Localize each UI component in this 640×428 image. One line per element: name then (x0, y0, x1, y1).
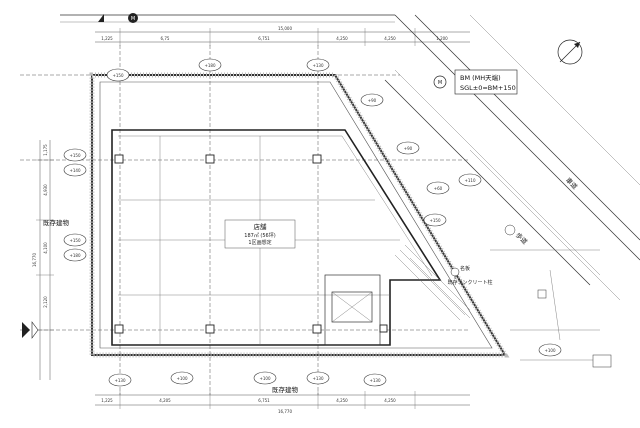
level-marker: +130 (306, 58, 330, 72)
nameplate-label: 名板 (460, 265, 470, 272)
svg-text:+90: +90 (368, 98, 377, 103)
columns (114, 154, 388, 334)
section-marker-left (22, 321, 39, 339)
building-outline (111, 129, 471, 346)
property-lines (36, 14, 470, 409)
benchmark-symbol-label: M (438, 80, 442, 86)
dim-bottom-total: 16,770 (278, 409, 292, 414)
dim-bottom-seg: 4,250 (336, 398, 348, 403)
level-marker: +180 (63, 248, 87, 262)
svg-text:+150: +150 (430, 218, 441, 223)
dimension-labels: 15,000 1,225 6,75 6,751 4,250 4,250 1,20… (32, 26, 448, 414)
dim-top-seg: 6,751 (258, 36, 270, 41)
level-marker: +90 (396, 141, 420, 155)
benchmark-line1: BM (MH天端) (460, 73, 501, 82)
level-marker: +180 (198, 58, 222, 72)
road-edges (384, 14, 640, 361)
dim-left-seg: 4,100 (43, 242, 48, 254)
site-fixtures: 4 (454, 224, 612, 368)
sidewalk-label: 歩道 (514, 230, 530, 246)
svg-text:+130: +130 (370, 378, 381, 383)
level-marker: +60 (426, 181, 450, 195)
svg-text:+150: +150 (70, 153, 81, 158)
level-marker: +150 (63, 148, 87, 162)
level-marker: +150 (106, 68, 130, 82)
level-marker: +100 (170, 371, 194, 385)
benchmark-symbol (433, 75, 447, 89)
svg-text:+100: +100 (177, 376, 188, 381)
dim-left-total: 16,770 (32, 253, 37, 267)
level-marker: +100 (538, 343, 562, 357)
svg-text:+150: +150 (113, 73, 124, 78)
dim-bottom-seg: 4,205 (159, 398, 171, 403)
svg-text:+100: +100 (545, 348, 556, 353)
dim-top-seg: 4,250 (336, 36, 348, 41)
benchmark-note: M BM (MH天端) SGL±0=BM+150 (433, 69, 518, 95)
dim-top-seg: 4,250 (384, 36, 396, 41)
dim-bottom-seg: 4,250 (384, 398, 396, 403)
concrete-note: 既存コンクリート柱 (447, 279, 492, 286)
dim-left-seg: 4,930 (43, 184, 48, 196)
svg-text:+140: +140 (70, 168, 81, 173)
dim-top-seg: 1,225 (101, 36, 113, 41)
main-room: 店舗 187㎡ (56坪) 1区画想定 (224, 219, 296, 249)
level-marker: +150 (423, 213, 447, 227)
left-building-label: 既存建物 (43, 218, 70, 227)
boundary-band (89, 72, 510, 358)
grid-marker-top: M (98, 13, 138, 23)
svg-text:+180: +180 (70, 253, 81, 258)
grid-marker-label: M (131, 16, 135, 22)
level-marker: +150 (63, 233, 87, 247)
svg-text:+130: +130 (313, 376, 324, 381)
svg-text:+60: +60 (434, 186, 443, 191)
level-markers: +150 +140 +150 +180 +150 +180 +130 +90 +… (63, 58, 562, 387)
svg-text:+150: +150 (70, 238, 81, 243)
dim-bottom-seg: 1,225 (101, 398, 113, 403)
dim-top-seg: 6,75 (161, 36, 170, 41)
dim-left-seg: 2,120 (43, 296, 48, 308)
svg-text:+110: +110 (465, 178, 476, 183)
dim-top-seg: 1,200 (436, 36, 448, 41)
level-marker: +130 (306, 371, 330, 385)
level-marker: +130 (363, 373, 387, 387)
svg-text:+90: +90 (404, 146, 413, 151)
svg-text:+130: +130 (313, 63, 324, 68)
level-marker: +140 (63, 163, 87, 177)
circle-marker (450, 267, 460, 277)
dim-bottom-seg: 6,751 (258, 398, 270, 403)
room-note: 1区画想定 (248, 239, 271, 246)
room-area: 187㎡ (56坪) (244, 232, 275, 239)
benchmark-line2: SGL±0=BM+150 (460, 84, 516, 92)
bottom-building-label: 既存建物 (272, 385, 299, 394)
svg-text:+100: +100 (260, 376, 271, 381)
dim-left-seg: 1,175 (43, 144, 48, 156)
svg-text:+180: +180 (205, 63, 216, 68)
level-marker: +110 (458, 173, 482, 187)
room-title: 店舗 (254, 222, 268, 231)
north-arrow-icon (557, 39, 583, 65)
level-marker: +100 (253, 371, 277, 385)
level-marker: +130 (108, 373, 132, 387)
dim-top-total: 15,000 (278, 26, 292, 31)
circle-marker-number: 4 (454, 275, 457, 280)
level-marker: +90 (360, 93, 384, 107)
svg-text:+130: +130 (115, 378, 126, 383)
